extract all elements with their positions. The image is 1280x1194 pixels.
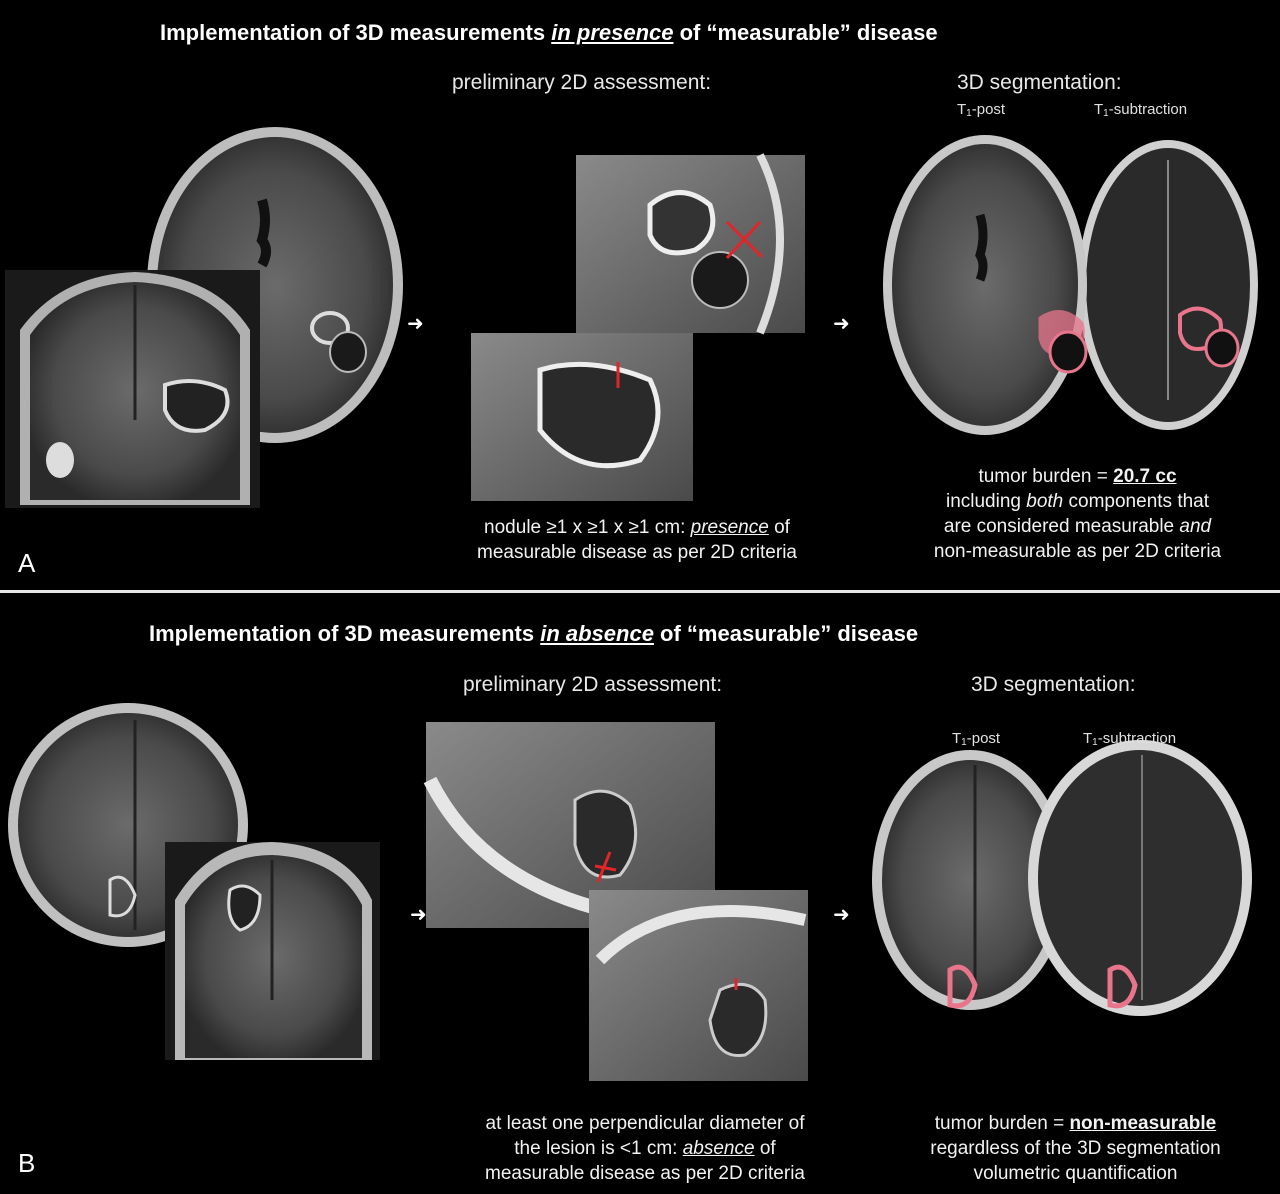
panelB-red-caliper-2 [594, 864, 617, 872]
panelB-title: Implementation of 3D measurements in abs… [149, 621, 919, 646]
panelA-arrow-2: ➜ [833, 313, 850, 335]
panelB-seg-post-mri [872, 750, 1068, 1010]
panelA-burden-caption: tumor burden = 20.7 cc including both co… [933, 466, 1222, 562]
panelA-crop-axial [576, 153, 805, 335]
panelA-segmentation-label: 3D segmentation: [957, 71, 1122, 94]
panelA-burden-value: 20.7 cc [1113, 466, 1177, 487]
panelA-title: Implementation of 3D measurements in pre… [160, 20, 938, 45]
panelB-crop-coronal [589, 890, 808, 1081]
panelB-letter: B [18, 1148, 36, 1178]
panelB-seq-t1-post: T1-post [952, 730, 1001, 748]
panelB-burden-value: non-measurable [1069, 1113, 1217, 1134]
panelA-assessment-caption: nodule ≥1 x ≥1 x ≥1 cm: presence of meas… [477, 517, 797, 563]
panelA-seg-subtraction-mri [1078, 140, 1258, 430]
panelA-coronal-mri [5, 270, 260, 508]
panelB-assessment-caption: at least one perpendicular diameter of t… [485, 1113, 805, 1184]
panelB-segmentation-label: 3D segmentation: [971, 673, 1136, 696]
panelB-assessment-label: preliminary 2D assessment: [463, 673, 723, 696]
panelB-burden-caption: tumor burden = non-measurable regardless… [930, 1113, 1221, 1184]
panelA-arrow-1: ➜ [407, 313, 424, 335]
panelA-title-emphasis: in presence [551, 20, 674, 45]
panel-divider [0, 590, 1280, 593]
panelB-arrow-1: ➜ [410, 904, 427, 926]
panelB-coronal-mri [165, 842, 380, 1060]
panelB-seq-t1-subtraction: T1-subtraction [1083, 730, 1177, 748]
panelB-title-emphasis: in absence [540, 621, 654, 646]
panelB-arrow-2: ➜ [833, 904, 850, 926]
panelA-assessment-label: preliminary 2D assessment: [452, 71, 712, 94]
panelA-crop-coronal [471, 333, 693, 501]
panelA-seq-t1-post: T1-post [957, 101, 1006, 119]
panelA-seq-t1-subtraction: T1-subtraction [1094, 101, 1188, 119]
panelB-seg-subtraction-mri [1028, 740, 1252, 1016]
panelA-seg-post-mri [883, 135, 1088, 435]
panelA-letter: A [18, 548, 36, 578]
panelA-red-cross-2 [725, 220, 762, 260]
